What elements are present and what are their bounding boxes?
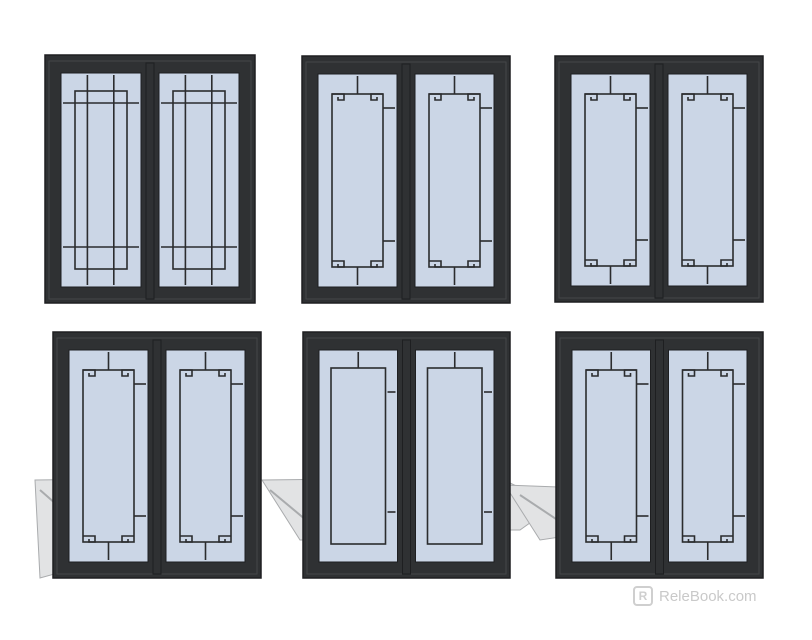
center-mullion [402, 339, 411, 575]
fret-motif [585, 259, 598, 267]
glass-pane [667, 73, 748, 287]
fret-motif [121, 535, 134, 543]
lattice-frame [74, 90, 128, 270]
fret-motif [720, 259, 733, 267]
glass-pane [414, 73, 495, 288]
glass-pane [165, 349, 246, 563]
fret-motif [682, 369, 696, 377]
fret-motif [83, 369, 96, 377]
fret-motif [370, 260, 383, 268]
center-mullion [145, 62, 155, 300]
glass-pane [60, 72, 142, 288]
fret-motif [429, 93, 442, 101]
fret-motif [682, 535, 696, 543]
fret-motif [218, 535, 231, 543]
fret-motif [623, 535, 637, 543]
fret-motif [586, 535, 599, 543]
fret-motif [180, 535, 193, 543]
sliding-door-4 [52, 331, 262, 579]
sliding-door-5 [302, 331, 511, 579]
sliding-door-1 [44, 54, 256, 304]
center-mullion [655, 339, 664, 575]
watermark: R ReleBook.com [633, 586, 757, 606]
fret-motif [370, 93, 383, 101]
glass-pane [415, 349, 495, 563]
fret-motif [218, 369, 231, 377]
fret-motif [586, 369, 599, 377]
glass-pane [68, 349, 149, 563]
sliding-door-6 [555, 331, 764, 579]
fret-motif [429, 260, 442, 268]
center-mullion [654, 63, 664, 299]
fret-motif [623, 369, 637, 377]
fret-motif [720, 369, 733, 377]
center-mullion [152, 339, 162, 575]
fret-motif [720, 93, 733, 101]
fret-motif [623, 93, 636, 101]
glass-pane [570, 73, 651, 287]
fret-motif [332, 260, 345, 268]
watermark-text: ReleBook.com [659, 587, 757, 605]
center-mullion [401, 63, 411, 300]
fret-motif [467, 260, 480, 268]
sliding-door-3 [554, 55, 764, 303]
fret-motif [180, 369, 193, 377]
glass-pane [668, 349, 748, 563]
fret-motif [623, 259, 636, 267]
lattice-frame [172, 90, 226, 270]
fret-motif [332, 93, 345, 101]
door-grid [44, 54, 764, 579]
sliding-door-2 [301, 55, 511, 304]
glass-pane [571, 349, 651, 563]
fret-motif [121, 369, 134, 377]
fret-motif [682, 93, 695, 101]
glass-pane [317, 73, 398, 288]
glass-pane [318, 349, 398, 563]
fret-motif [682, 259, 695, 267]
fret-motif [585, 93, 598, 101]
fret-motif [720, 535, 733, 543]
fret-motif [467, 93, 480, 101]
glass-pane [158, 72, 240, 288]
relebook-logo-icon: R [633, 586, 653, 606]
fret-motif [83, 535, 96, 543]
